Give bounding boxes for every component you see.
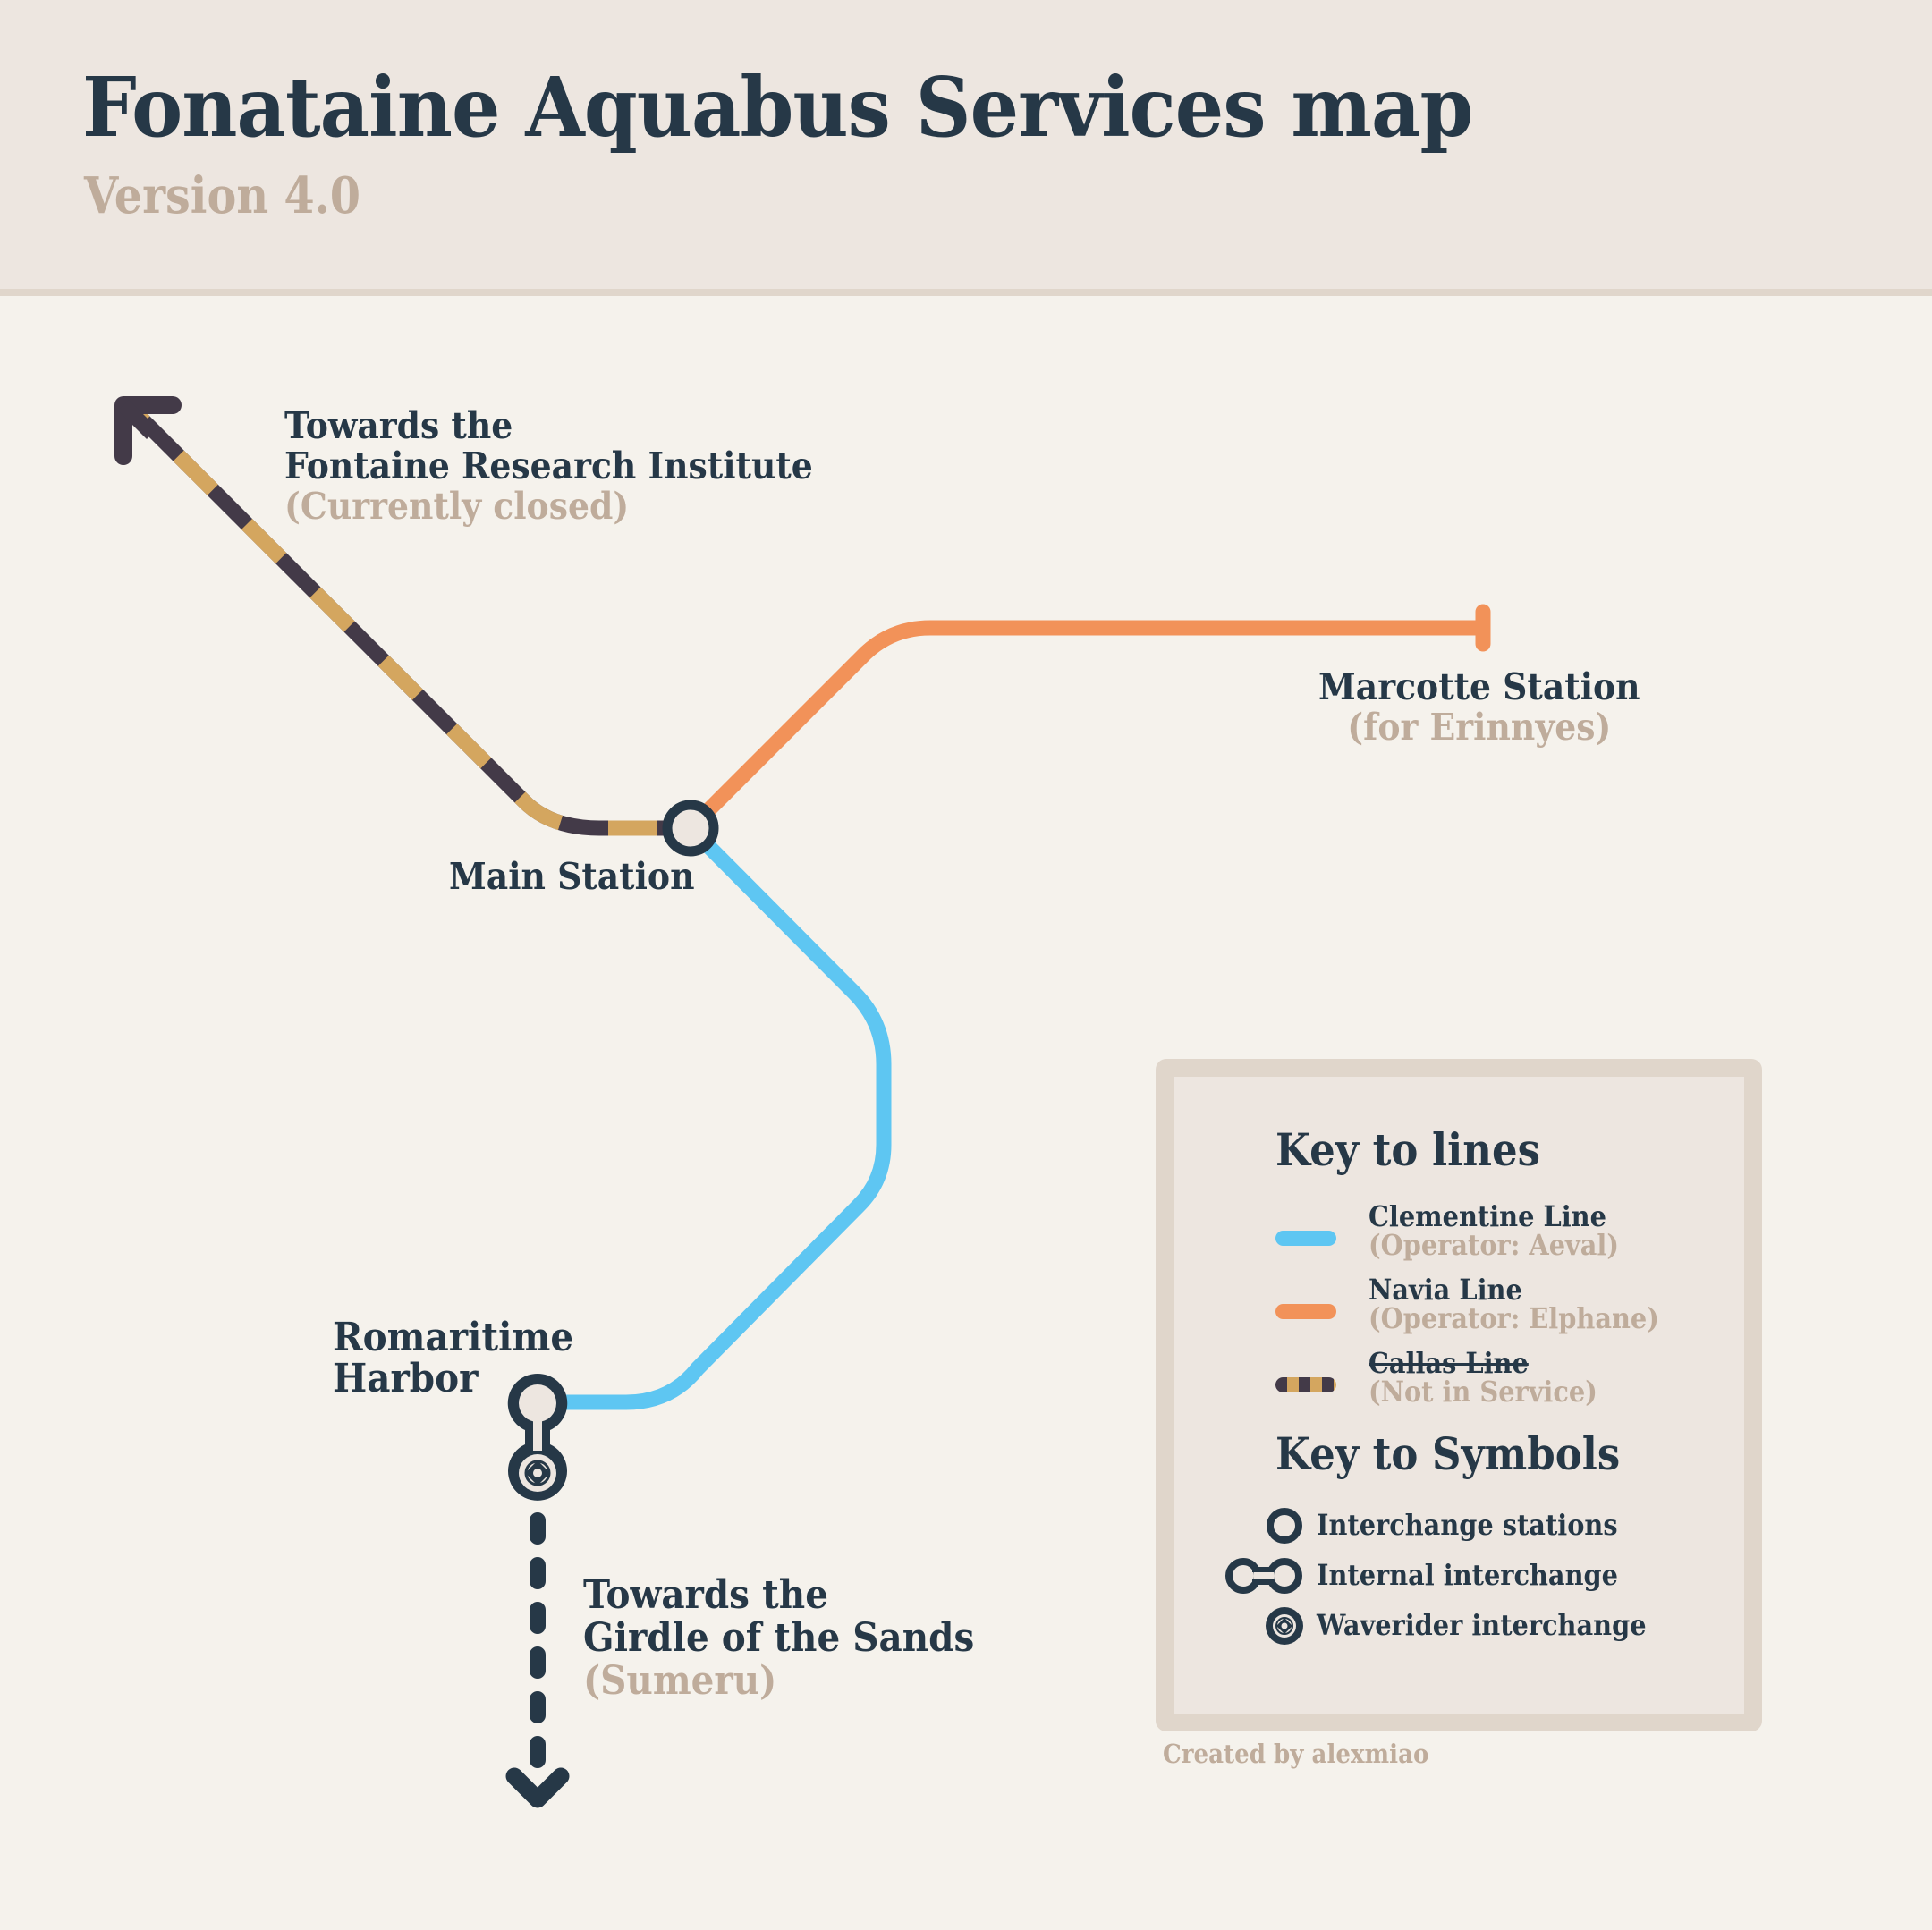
legend-item-callas: Callas Line (Not in Service) (1174, 1349, 1746, 1420)
destination-line1: Towards the (583, 1572, 828, 1618)
legend-symbol-interchange: Interchange stations (1174, 1504, 1710, 1547)
legend-item-clementine: Clementine Line (Operator: Aeval) (1174, 1202, 1746, 1274)
marcotte-station-label: Marcotte Station (for Erinnyes) (1318, 669, 1640, 746)
destination-note: (Sumeru) (583, 1658, 777, 1704)
callas-line[interactable] (114, 396, 689, 836)
clementine-swatch-icon (1275, 1231, 1336, 1246)
page-title: Fonataine Aquabus Services map (82, 59, 1473, 156)
destination-note: (Currently closed) (284, 485, 630, 528)
navia-swatch-icon (1275, 1304, 1336, 1319)
key-to-symbols-heading: Key to Symbols (1275, 1427, 1621, 1480)
line-operator: (Not in Service) (1368, 1375, 1597, 1409)
waverider-interchange-icon (1266, 1607, 1303, 1645)
south-arrow-icon (505, 1767, 570, 1808)
main-station-marker[interactable] (662, 800, 719, 857)
credit-text: Created by alexmiao (1163, 1739, 1429, 1769)
symbol-label: Waverider interchange (1317, 1608, 1647, 1642)
station-name-line1: Romaritime (333, 1315, 574, 1360)
symbol-label: Interchange stations (1317, 1508, 1618, 1542)
navia-line[interactable] (684, 604, 1491, 834)
station-name-line2: Harbor (333, 1356, 479, 1401)
romaritime-harbor-label: Romaritime Harbor (333, 1318, 573, 1399)
legend-symbol-waverider: Waverider interchange (1174, 1604, 1710, 1647)
header-banner: Fonataine Aquabus Services map Version 4… (0, 0, 1932, 296)
version-label: Version 4.0 (84, 166, 361, 225)
internal-interchange-icon (1225, 1558, 1302, 1594)
line-operator: (Operator: Aeval) (1368, 1228, 1619, 1262)
line-name: Callas Line (1368, 1346, 1529, 1380)
line-operator: (Operator: Elphane) (1368, 1301, 1659, 1335)
legend-symbol-internal: Internal interchange (1174, 1554, 1710, 1597)
legend-item-navia: Navia Line (Operator: Elphane) (1174, 1275, 1746, 1347)
key-to-lines-heading: Key to lines (1275, 1123, 1540, 1176)
romaritime-harbor-marker[interactable] (507, 1373, 568, 1501)
map-legend: Key to lines Clementine Line (Operator: … (1156, 1059, 1762, 1731)
line-name: Clementine Line (1368, 1199, 1606, 1233)
station-note: (for Erinnyes) (1347, 706, 1612, 749)
destination-line1: Towards the (284, 404, 513, 447)
callas-swatch-icon (1275, 1377, 1336, 1392)
destination-girdle-of-the-sands: Towards the Girdle of the Sands (Sumeru) (583, 1576, 974, 1701)
interchange-station-icon (1267, 1508, 1302, 1544)
line-name: Navia Line (1368, 1273, 1522, 1307)
main-station-label: Main Station (449, 855, 695, 898)
symbol-label: Internal interchange (1317, 1558, 1618, 1592)
interchange-station-icon (662, 800, 719, 857)
station-name: Marcotte Station (1318, 665, 1640, 708)
destination-line2: Girdle of the Sands (583, 1615, 975, 1661)
clementine-line[interactable] (538, 823, 892, 1410)
destination-research-institute: Towards the Fontaine Research Institute … (284, 408, 813, 525)
waverider-interchange-icon (524, 1460, 551, 1486)
south-connection[interactable] (505, 1512, 570, 1808)
destination-line2: Fontaine Research Institute (284, 444, 813, 487)
